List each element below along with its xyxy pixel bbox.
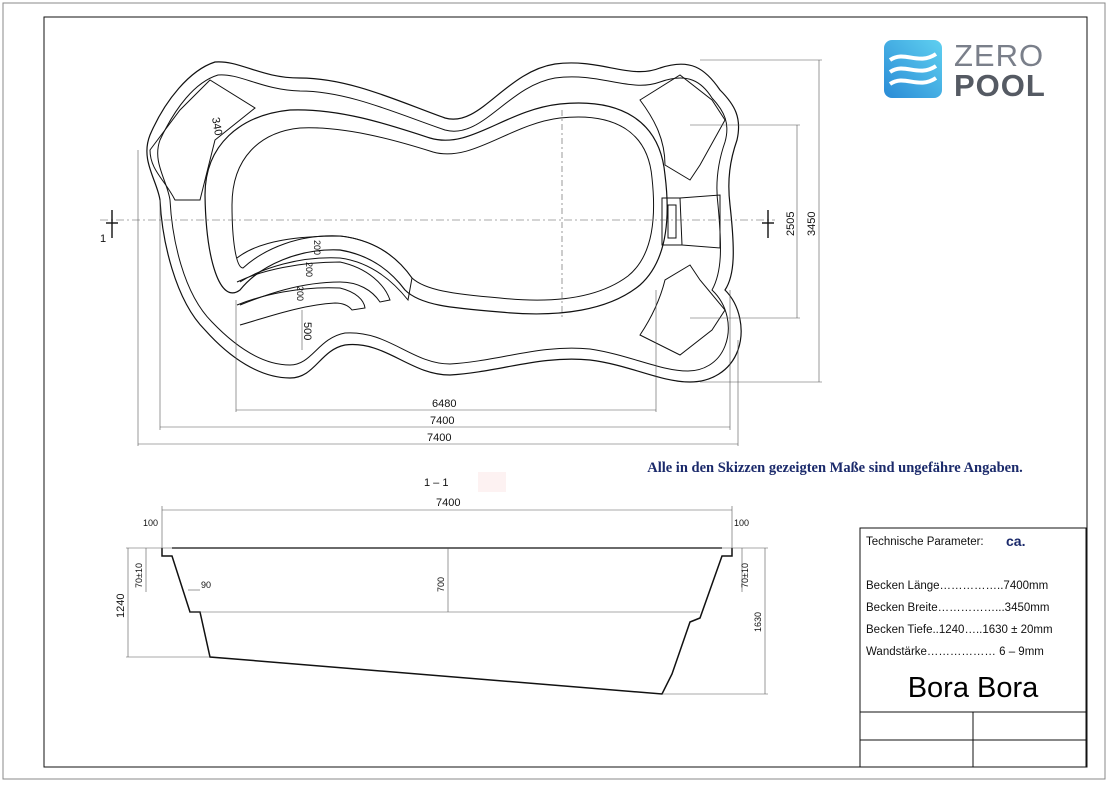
stair-step-1 xyxy=(236,235,413,302)
logo-wave-3 xyxy=(888,76,938,86)
dim-rim-height-right: 70±10 xyxy=(740,563,750,588)
dim-rim-height-left: 70±10 xyxy=(134,563,144,588)
dim-7400-outer: 7400 xyxy=(427,432,451,444)
section-title: 1 – 1 xyxy=(424,477,448,489)
section-shell-outline xyxy=(161,548,733,695)
dim-200-step1: 200 xyxy=(312,240,322,255)
stair-step-3 xyxy=(236,287,366,326)
pool-outer-rim xyxy=(146,61,742,383)
disclaimer-note: Alle in den Skizzen gezeigten Maße sind … xyxy=(647,460,1023,476)
drawing-frame xyxy=(43,16,1088,768)
pool-water-inner xyxy=(231,116,655,301)
pool-model-name: Bora Bora xyxy=(907,672,1039,704)
dim-6480: 6480 xyxy=(432,398,456,410)
dim-500: 500 xyxy=(301,322,313,340)
logo-word-pool: POOL xyxy=(954,68,1046,103)
param-depth: Becken Tiefe..1240…..1630 ± 20mm xyxy=(866,624,1053,636)
dim-1630: 1630 xyxy=(753,612,763,632)
zeropool-logo: ZERO POOL xyxy=(884,38,1046,103)
dim-2505: 2505 xyxy=(785,212,797,236)
dim-3450: 3450 xyxy=(806,212,818,236)
bench-right-top xyxy=(639,74,726,181)
dim-rim-right: 100 xyxy=(734,518,749,528)
dim-200-step2: 200 xyxy=(304,262,314,277)
params-ca: ca. xyxy=(1006,533,1026,549)
logo-wave-1 xyxy=(888,52,938,62)
dim-rim-left: 100 xyxy=(143,518,158,528)
section-view: 1 – 1 7400 100 100 1240 70±10 90 700 163… xyxy=(115,472,768,695)
parameter-table xyxy=(859,527,1087,768)
dim-7400-inner: 7400 xyxy=(430,415,454,427)
params-header: Technische Parameter: xyxy=(866,536,984,548)
pool-rim-inner-line xyxy=(157,74,729,372)
bench-right-bottom xyxy=(639,264,726,356)
dim-340: 340 xyxy=(209,116,224,136)
section-title-highlight xyxy=(478,472,506,492)
dim-200-step3: 200 xyxy=(295,286,305,301)
stair-step-2 xyxy=(236,261,391,306)
logo-wave-2 xyxy=(888,64,938,74)
param-wall-thickness: Wandstärke……………… 6 – 9mm xyxy=(866,646,1044,658)
dim-700: 700 xyxy=(436,577,446,592)
logo-word-zero: ZERO xyxy=(954,38,1044,73)
dim-90: 90 xyxy=(201,580,211,590)
param-width: Becken Breite……………...3450mm xyxy=(866,602,1050,614)
section-marker-left-label: 1 xyxy=(100,233,106,245)
param-length: Becken Länge……………..7400mm xyxy=(866,580,1049,592)
bench-left xyxy=(149,79,256,201)
dim-section-7400: 7400 xyxy=(436,497,460,509)
pool-water-outline xyxy=(204,102,668,315)
pool-plan-view: 1 2505 3450 6480 7400 7400 340 200 200 2… xyxy=(100,59,822,446)
skimmer-niche xyxy=(661,194,721,249)
dim-1240: 1240 xyxy=(115,594,127,618)
